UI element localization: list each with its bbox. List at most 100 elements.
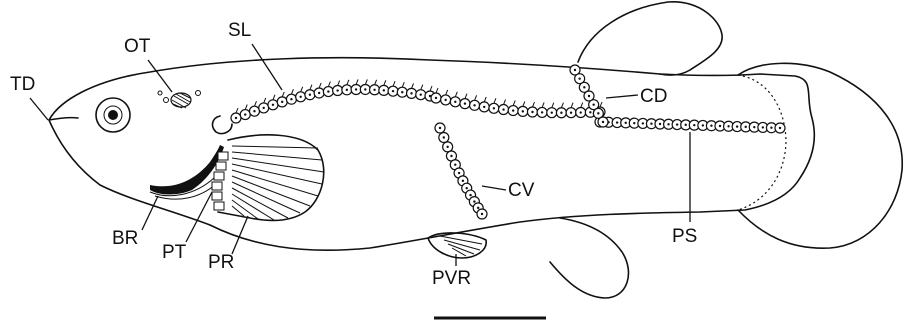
opercle [213, 116, 232, 134]
arrow-ot [148, 60, 172, 92]
neuromast-spike [421, 85, 423, 90]
neuromast-spike [484, 97, 486, 102]
label-pvr: PVR [432, 268, 471, 289]
arrow-cv [482, 186, 506, 190]
neuromast-center [592, 103, 594, 105]
neuromast-center [753, 126, 755, 128]
neuromast-center [443, 136, 445, 138]
neuromast-center [444, 99, 446, 101]
neuromast-center [522, 110, 524, 112]
neuromast-center [570, 111, 572, 113]
arrow-td [30, 98, 48, 120]
neuromast-spike [600, 102, 602, 107]
neuromast-center [588, 95, 590, 97]
arrow-br [142, 196, 158, 230]
neuromast-center [483, 106, 485, 108]
neuromast-center [574, 69, 576, 71]
neuromast-center [290, 98, 292, 100]
neuromast-spike [465, 94, 467, 99]
neuromast-spike [375, 80, 377, 85]
label-cv: CV [508, 180, 535, 201]
neuromast-center [481, 213, 483, 215]
neuromast-center [625, 122, 627, 124]
neuromast-spike [494, 98, 496, 103]
neuromast-spike [282, 92, 284, 97]
label-br: BR [112, 228, 138, 249]
neuromast-spike [402, 82, 404, 87]
neuromast-center [560, 112, 562, 114]
snout [49, 118, 78, 120]
caudal-fin-base [738, 75, 786, 210]
neuromast-spike [436, 88, 438, 93]
neuromast-spike [513, 101, 515, 106]
neuromast-center [318, 92, 320, 94]
lateral-line-neuromasts [231, 79, 605, 123]
neuromast-center [244, 113, 246, 115]
neuromast-center [473, 200, 475, 202]
arrow-cd [606, 95, 638, 98]
neuromast-spike [446, 90, 448, 95]
neuromast-center [355, 88, 357, 90]
neuromast-center [512, 109, 514, 111]
neuromast-center [578, 77, 580, 79]
neuromast-center [299, 96, 301, 98]
neuromast-center [364, 88, 366, 90]
neuromast-center [420, 93, 422, 95]
posterior-series-neuromasts [595, 117, 785, 133]
neuromast-spike [365, 79, 367, 84]
caudal-fin [738, 63, 902, 248]
neuromast-center [272, 104, 274, 106]
neuromast-center [473, 104, 475, 106]
neuromast-center [702, 124, 704, 126]
neuromast-center [450, 155, 452, 157]
neuromast-spike [319, 83, 321, 88]
otic-dot-3 [158, 91, 162, 95]
neuromast-center [435, 97, 437, 99]
neuromast-center [336, 89, 338, 91]
eye-pupil [108, 110, 118, 120]
neuromast-spike [430, 86, 432, 91]
neuromast-spike [475, 95, 477, 100]
neuromast-center [779, 127, 781, 129]
neuromast-spike [532, 102, 534, 107]
neuromast-spike [384, 80, 386, 85]
neuromast-spike [347, 80, 349, 85]
neuromast-center [401, 91, 403, 93]
neuromast-center [346, 89, 348, 91]
otic-dot-1 [164, 98, 169, 103]
neuromast-center [383, 89, 385, 91]
neuromast-spike [273, 95, 275, 100]
neuromast-spike [264, 98, 266, 103]
neuromast-center [597, 112, 599, 114]
neuromast-center [762, 126, 764, 128]
neuromast-center [446, 146, 448, 148]
neuromast-center [541, 111, 543, 113]
neuromast-spike [291, 89, 293, 94]
neuromast-center [745, 126, 747, 128]
neuromast-center [493, 107, 495, 109]
neuromast-center [263, 107, 265, 109]
neuromast-spike [412, 83, 414, 88]
ventral-series-neuromasts [435, 123, 487, 219]
neuromast-center [659, 123, 661, 125]
neuromast-center [454, 164, 456, 166]
neuromast-center [281, 101, 283, 103]
neuromast-spike [581, 103, 583, 108]
arrow-sl [252, 44, 282, 90]
label-pt: PT [162, 242, 187, 263]
neuromast-spike [571, 103, 573, 108]
neuromast-center [469, 194, 471, 196]
label-pr: PR [208, 252, 234, 273]
neuromast-center [602, 121, 604, 123]
neuromast-center [531, 111, 533, 113]
neuromast-center [710, 125, 712, 127]
anal-fin [550, 218, 628, 298]
neuromast-center [439, 127, 441, 129]
neuromast-spike [245, 105, 247, 110]
arrow-pt [186, 192, 212, 242]
neuromast-center [392, 90, 394, 92]
neuromast-spike [338, 81, 340, 86]
neuromast-spike [552, 103, 554, 108]
label-cd: CD [640, 86, 667, 107]
